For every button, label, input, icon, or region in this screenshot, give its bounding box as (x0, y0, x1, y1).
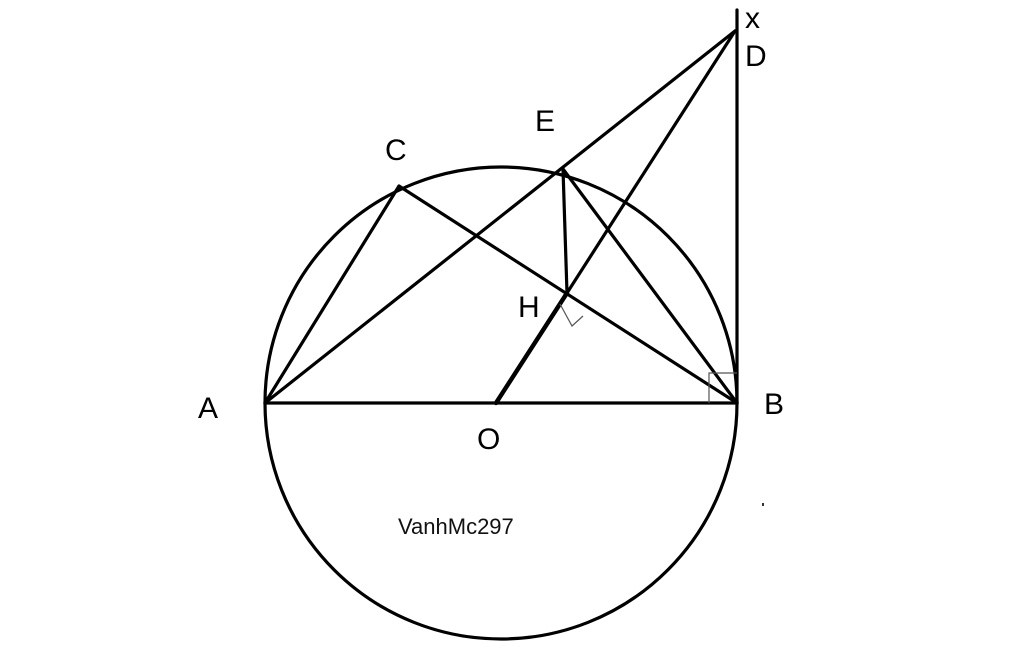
segment-ac (263, 184, 401, 405)
right-angle-mark-b (708, 372, 737, 403)
label-e: E (535, 105, 555, 138)
segment-ad (263, 29, 737, 405)
label-h: H (518, 291, 540, 324)
label-o: O (477, 423, 500, 456)
segment-hd (565, 29, 737, 295)
segment-oh (493, 290, 570, 406)
speck (762, 503, 764, 506)
label-c: C (385, 134, 407, 167)
label-b: B (764, 388, 784, 421)
label-d: D (745, 40, 767, 73)
segment-eh (561, 167, 569, 295)
watermark-text: VanhMc297 (398, 514, 514, 539)
right-angle-mark-h (559, 303, 584, 327)
segment-eb (561, 167, 739, 405)
label-a: A (198, 392, 218, 425)
label-x: x (745, 2, 760, 35)
